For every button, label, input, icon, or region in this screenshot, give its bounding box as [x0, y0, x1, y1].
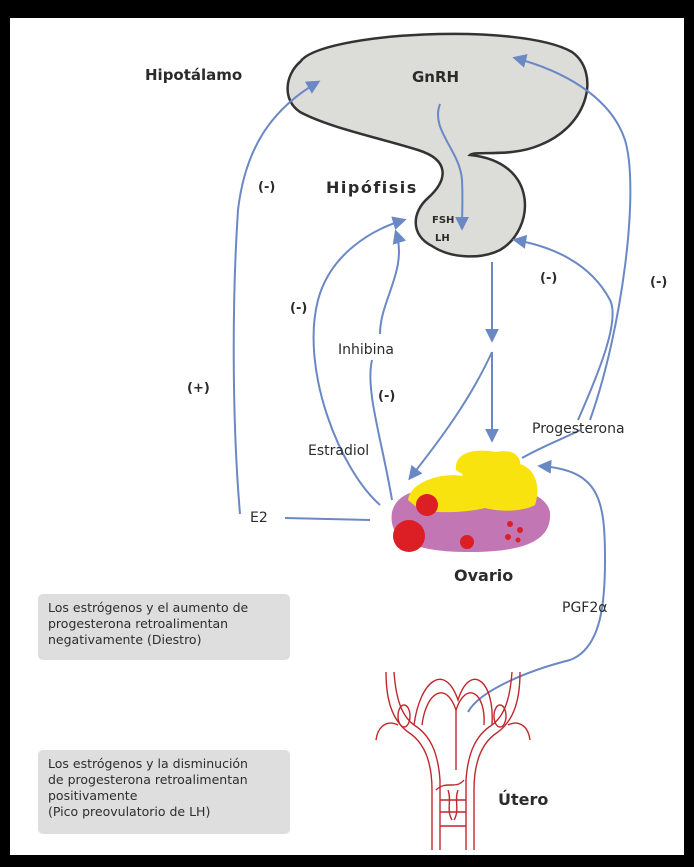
ovary-illustration [392, 451, 551, 552]
fsh-label: FSH [432, 216, 454, 226]
ovario-label: Ovario [454, 568, 513, 584]
sign-progesterona-hipofisis: (-) [540, 272, 557, 285]
diagram-frame: Hipotálamo GnRH Hipófisis FSH LH (-) (-)… [10, 18, 684, 855]
positive-feedback-note: Los estrógenos y la disminución de proge… [38, 750, 290, 834]
note-positive-line: Los estrógenos y la disminución [48, 756, 280, 772]
note-positive-line: (Pico preovulatorio de LH) [48, 804, 280, 820]
inhibina-upper-arrow [380, 232, 399, 334]
inhibina-to-pituitary-arrow [370, 360, 392, 500]
pgf2a-label: PGF2α [562, 601, 607, 615]
note-negative-line: progesterona retroalimentan [48, 616, 280, 632]
negative-feedback-note: Los estrógenos y el aumento de progester… [38, 594, 290, 660]
sign-e2-positive: (+) [187, 382, 210, 395]
ovary-to-e2-line [285, 518, 370, 520]
lh-label: LH [435, 234, 450, 244]
sign-estradiol: (-) [290, 302, 307, 315]
inhibina-label: Inhibina [338, 343, 394, 357]
note-positive-line: de progesterona retroalimentan [48, 772, 280, 788]
sign-inhibina: (-) [378, 390, 395, 403]
estradiol-to-pituitary-arrow [314, 220, 404, 505]
note-negative-line: Los estrógenos y el aumento de [48, 600, 280, 616]
utero-label: Útero [498, 792, 548, 808]
sign-e2-hipotalamo: (-) [258, 181, 275, 194]
sign-progesterona-hipotalamo: (-) [650, 276, 667, 289]
e2-label: E2 [250, 511, 268, 525]
note-positive-line: positivamente [48, 788, 280, 804]
hipotalamo-label: Hipotálamo [145, 68, 242, 83]
estradiol-label: Estradiol [308, 444, 369, 458]
e2-to-hypothalamus-arrow [234, 82, 318, 514]
note-negative-line: negativamente (Diestro) [48, 632, 280, 648]
progesterona-label: Progesterona [532, 422, 625, 436]
hipofisis-label: Hipófisis [326, 180, 418, 196]
gnrh-label: GnRH [412, 70, 459, 85]
uterus-illustration [376, 672, 530, 850]
